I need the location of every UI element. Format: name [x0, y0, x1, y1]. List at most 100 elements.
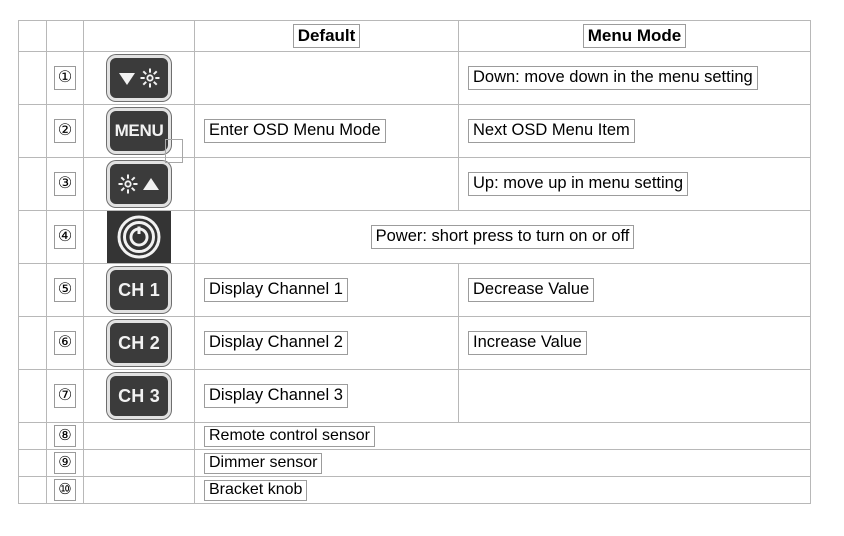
row-index-cell: ⑨ — [46, 449, 84, 477]
row-index-cell: ⑧ — [46, 422, 84, 450]
table-header-row: Default Menu Mode — [18, 20, 811, 52]
row-index-cell: ⑤ — [46, 263, 84, 317]
row-spacer-cell — [18, 210, 47, 264]
control-reference-table: Default Menu Mode ① — [18, 20, 811, 504]
row-menu-mode-cell: Up: move up in menu setting — [458, 157, 811, 211]
default-description: Display Channel 2 — [204, 331, 348, 355]
row-menu-mode-cell: Next OSD Menu Item — [458, 104, 811, 158]
row-default-cell — [194, 51, 459, 105]
row-merged-description-cell: Dimmer sensor — [194, 449, 811, 477]
merged-description: Power: short press to turn on or off — [370, 225, 635, 249]
table-row: ⑦ CH 3 Display Channel 3 — [18, 369, 811, 423]
index-badge: ④ — [54, 225, 76, 249]
row-index-cell: ⑦ — [46, 369, 84, 423]
index-badge: ⑩ — [54, 479, 76, 501]
table-row: ① — [18, 51, 811, 105]
index-badge: ③ — [54, 172, 76, 196]
row-default-cell: Display Channel 2 — [194, 316, 459, 370]
row-spacer-cell — [18, 476, 47, 504]
row-spacer-cell — [18, 263, 47, 317]
merged-description: Remote control sensor — [204, 425, 375, 447]
row-spacer-cell — [18, 449, 47, 477]
row-menu-mode-cell: Down: move down in the menu setting — [458, 51, 811, 105]
table-row: ⑨ Dimmer sensor — [18, 449, 811, 477]
row-merged-description-cell: Remote control sensor — [194, 422, 811, 450]
header-menu-mode-cell: Menu Mode — [458, 20, 811, 52]
hardware-button-up-brightness[interactable] — [107, 161, 171, 207]
hardware-button-ch3[interactable]: CH 3 — [107, 373, 171, 419]
row-default-cell: Display Channel 3 — [194, 369, 459, 423]
hardware-button-down-brightness[interactable] — [107, 55, 171, 101]
down-triangle-icon — [119, 72, 135, 85]
hardware-button-label: CH 1 — [118, 279, 160, 300]
table-row: ④ — [18, 210, 811, 264]
row-spacer-cell — [18, 422, 47, 450]
row-button-cell — [83, 51, 195, 105]
default-description: Enter OSD Menu Mode — [204, 119, 386, 143]
row-spacer-cell — [18, 369, 47, 423]
power-icon — [117, 215, 161, 259]
row-menu-mode-cell: Increase Value — [458, 316, 811, 370]
hardware-button-power[interactable] — [107, 211, 171, 263]
row-button-cell — [83, 157, 195, 211]
row-index-cell: ④ — [46, 210, 84, 264]
menu-mode-description: Down: move down in the menu setting — [468, 66, 758, 90]
row-button-cell — [83, 449, 195, 477]
table-row: ⑥ CH 2 Display Channel 2 — [18, 316, 811, 370]
row-merged-description-cell: Power: short press to turn on or off — [194, 210, 811, 264]
row-button-cell — [83, 422, 195, 450]
default-description: Display Channel 3 — [204, 384, 348, 408]
row-spacer-cell — [18, 51, 47, 105]
row-merged-description-cell: Bracket knob — [194, 476, 811, 504]
row-spacer-cell — [18, 104, 47, 158]
row-button-cell — [83, 476, 195, 504]
hardware-button-label: MENU — [114, 121, 164, 140]
header-button-cell — [83, 20, 195, 52]
row-index-cell: ② — [46, 104, 84, 158]
index-badge: ⑧ — [54, 425, 76, 447]
row-index-cell: ⑥ — [46, 316, 84, 370]
menu-mode-description: Next OSD Menu Item — [468, 119, 635, 143]
merged-description: Bracket knob — [204, 479, 308, 501]
hardware-button-label: CH 3 — [118, 385, 160, 406]
row-default-cell — [194, 157, 459, 211]
index-badge: ⑨ — [54, 452, 76, 474]
table-row: ② MENU Enter OSD Menu Mode — [18, 104, 811, 158]
row-button-cell: CH 2 — [83, 316, 195, 370]
menu-mode-description: Up: move up in menu setting — [468, 172, 689, 196]
header-default-cell: Default — [194, 20, 459, 52]
index-badge: ① — [54, 66, 76, 90]
gear-icon — [140, 68, 160, 88]
table-row: ③ — [18, 157, 811, 211]
row-button-cell — [83, 210, 195, 264]
row-button-cell: CH 1 — [83, 263, 195, 317]
index-badge: ⑦ — [54, 384, 76, 408]
hardware-button-ch2[interactable]: CH 2 — [107, 320, 171, 366]
row-index-cell: ③ — [46, 157, 84, 211]
table-row: ⑩ Bracket knob — [18, 476, 811, 504]
row-default-cell: Display Channel 1 — [194, 263, 459, 317]
header-index-cell — [46, 20, 84, 52]
default-description: Display Channel 1 — [204, 278, 348, 302]
table-row: ⑧ Remote control sensor — [18, 422, 811, 450]
row-index-cell: ① — [46, 51, 84, 105]
stray-empty-box-artifact — [165, 139, 183, 163]
gear-icon — [118, 174, 138, 194]
column-header-menu-mode: Menu Mode — [582, 24, 687, 48]
row-index-cell: ⑩ — [46, 476, 84, 504]
row-menu-mode-cell: Decrease Value — [458, 263, 811, 317]
merged-description: Dimmer sensor — [204, 452, 323, 474]
hardware-button-menu[interactable]: MENU — [107, 108, 171, 154]
menu-mode-description: Decrease Value — [468, 278, 595, 302]
row-default-cell: Enter OSD Menu Mode — [194, 104, 459, 158]
hardware-button-ch1[interactable]: CH 1 — [107, 267, 171, 313]
row-spacer-cell — [18, 157, 47, 211]
row-button-cell: CH 3 — [83, 369, 195, 423]
column-header-default: Default — [292, 24, 361, 48]
header-spacer-cell — [18, 20, 47, 52]
row-spacer-cell — [18, 316, 47, 370]
row-menu-mode-cell — [458, 369, 811, 423]
menu-mode-description: Increase Value — [468, 331, 587, 355]
up-triangle-icon — [143, 177, 159, 190]
